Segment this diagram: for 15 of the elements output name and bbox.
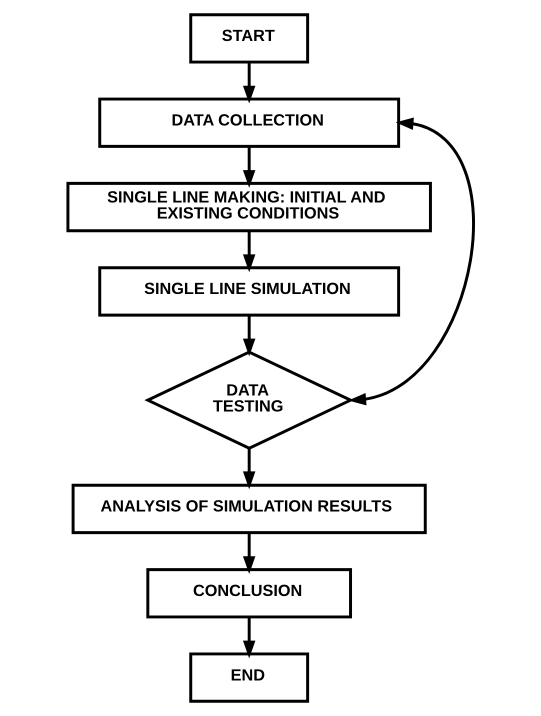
node-box: SINGLE LINE MAKING: INITIAL AND EXISTING CONDITIONS	[66, 182, 432, 232]
arrow	[242, 448, 255, 490]
node-box: DATA COLLECTION	[98, 98, 400, 148]
node-box: CONCLUSION	[146, 568, 352, 618]
arrow	[242, 62, 255, 104]
arrow	[242, 146, 255, 188]
arrow	[242, 315, 255, 356]
node-box: SINGLE LINE SIMULATION	[98, 266, 400, 317]
arrow	[242, 617, 255, 658]
node-diamond: DATA TESTING	[144, 350, 354, 450]
node-box: ANALYSIS OF SIMULATION RESULTS	[71, 484, 426, 534]
node-box: END	[188, 652, 309, 703]
arrow	[242, 230, 255, 272]
node-box: START	[188, 13, 309, 64]
arrow	[242, 532, 255, 574]
